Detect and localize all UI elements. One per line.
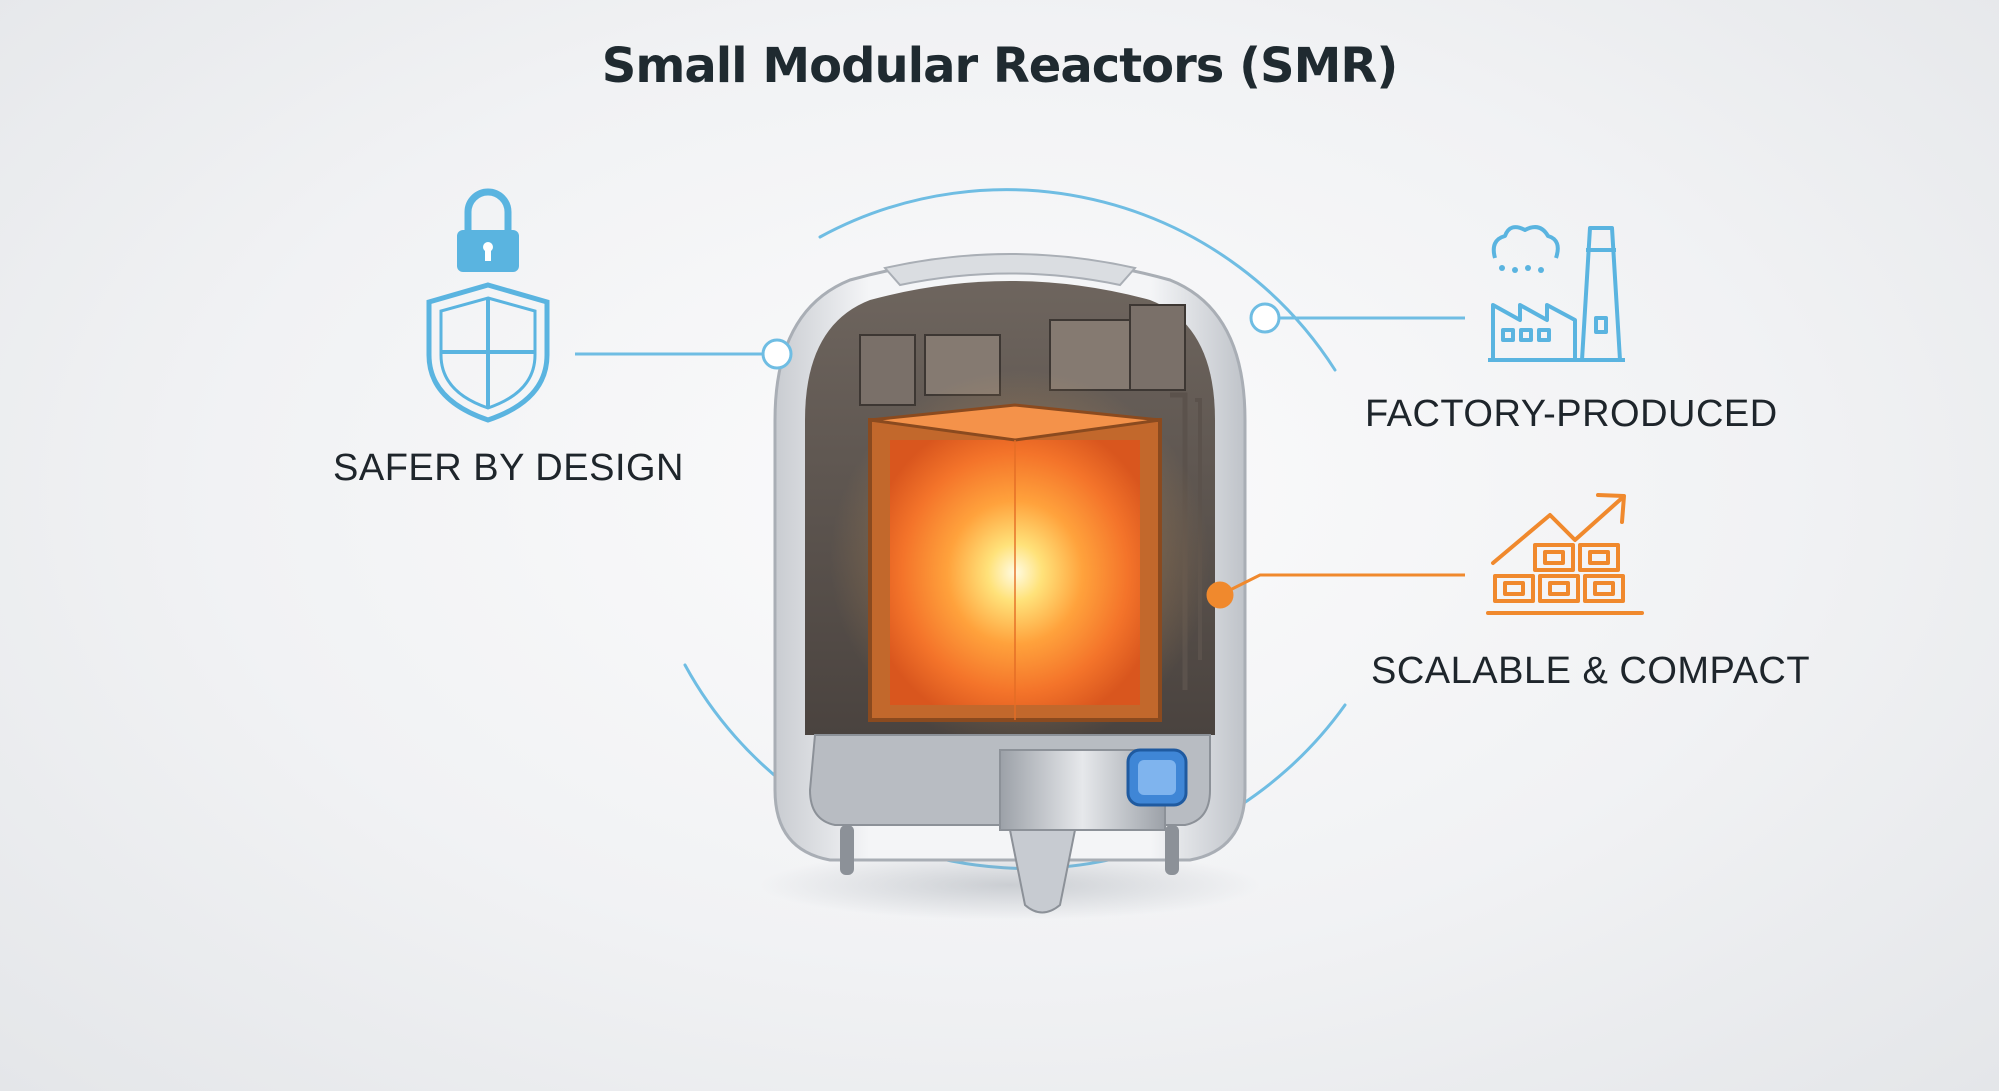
feature-label-scalable: SCALABLE & COMPACT [1371,650,1811,692]
page-title: Small Modular Reactors (SMR) [601,38,1399,94]
feature-label-factory: FACTORY-PRODUCED [1365,393,1778,435]
connector-safer [575,338,793,370]
reactor-vessel [773,253,1247,914]
feature-label-safer: SAFER BY DESIGN [333,447,685,489]
growth-modules-icon [1486,493,1644,615]
connector-scalable [1206,573,1465,609]
connector-factory [1249,302,1465,334]
shield-lock-icon [426,188,550,423]
factory-icon [1488,225,1625,362]
